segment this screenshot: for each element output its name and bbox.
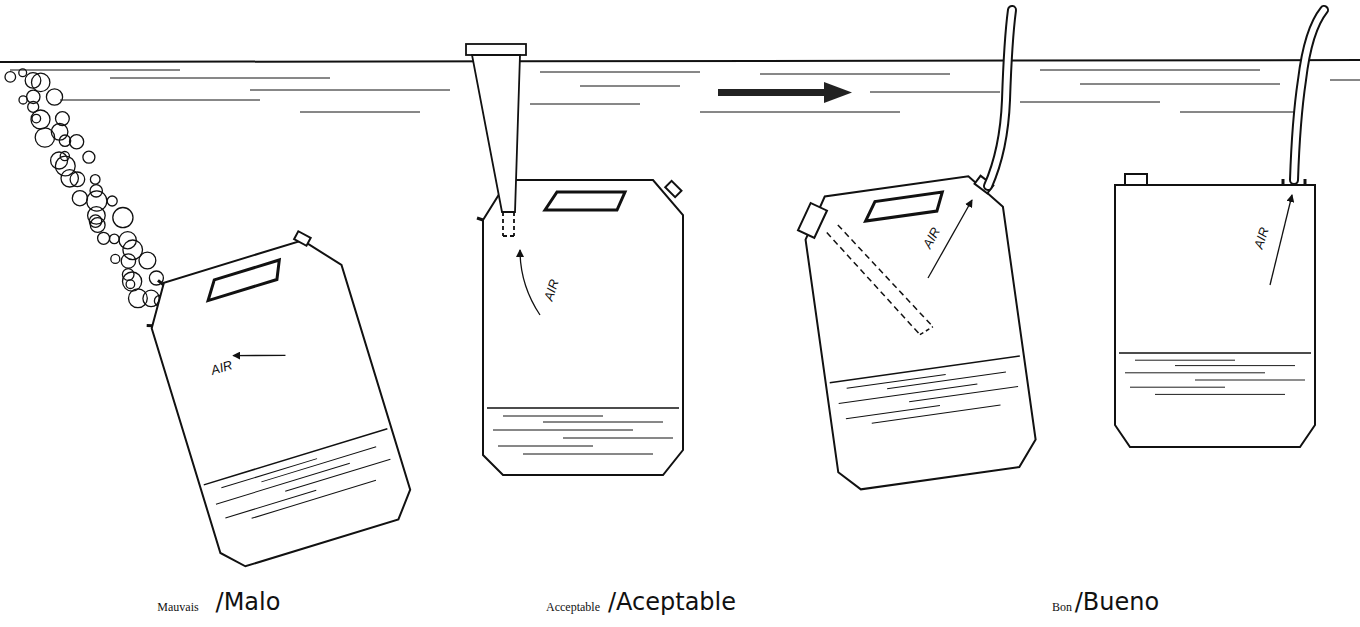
bubbles (5, 69, 176, 325)
air-arrow (520, 250, 540, 315)
caption-french: Acceptable (546, 601, 600, 614)
caption-french: Mauvais (157, 601, 198, 614)
caption-spanish: /Aceptable (608, 589, 736, 615)
air-arrow (1270, 195, 1292, 285)
hose (988, 10, 1012, 186)
caption-spanish: /Bueno (1075, 589, 1159, 615)
jerrycan-bad (133, 222, 417, 573)
hose (1294, 10, 1324, 180)
jerrycan-good-2 (1115, 174, 1315, 447)
water-surface (0, 60, 1360, 112)
caption-french: Bon (1052, 601, 1072, 614)
jerrycan-acceptable (477, 175, 683, 475)
funnel (466, 44, 526, 236)
flow-arrow (718, 82, 852, 103)
jerrycan-good-1 (794, 172, 1039, 493)
caption-spanish: /Malo (216, 589, 281, 615)
